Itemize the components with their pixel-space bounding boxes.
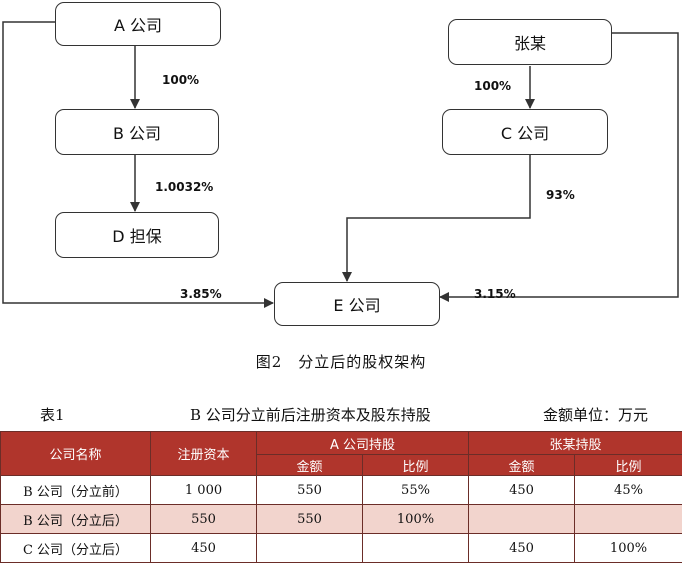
edge-zhang-to-e xyxy=(439,32,679,302)
header-z-ratio: 比例 xyxy=(573,454,682,476)
table-label: 表1 xyxy=(40,406,65,424)
table-title: B 公司分立前后注册资本及股东持股 xyxy=(190,406,431,424)
cell-z-amount: 450 xyxy=(468,475,575,505)
cell-a-amount: 550 xyxy=(256,504,363,534)
label-zhang-to-e: 3.15% xyxy=(474,287,516,301)
cell-capital: 1 000 xyxy=(150,475,257,505)
table-row: C 公司（分立后） 450 450 100% xyxy=(0,533,682,563)
cell-a-ratio: 100% xyxy=(362,504,469,534)
header-a-ratio: 比例 xyxy=(362,454,469,476)
cell-a-amount xyxy=(256,533,363,563)
header-z-amount: 金额 xyxy=(468,454,575,476)
node-b-company: B 公司 xyxy=(55,109,219,155)
label-zhang-to-c: 100% xyxy=(474,79,512,93)
header-a-amount: 金额 xyxy=(256,454,363,476)
node-e-company: E 公司 xyxy=(274,282,440,326)
table-row: B 公司（分立前） 1 000 550 55% 450 45% xyxy=(0,475,682,505)
label-c-to-e: 93% xyxy=(546,188,575,202)
header-company: 公司名称 xyxy=(0,431,151,476)
label-b-to-d: 1.0032% xyxy=(155,180,214,194)
node-zhang: 张某 xyxy=(448,19,612,65)
cell-capital: 450 xyxy=(150,533,257,563)
cell-name: B 公司（分立后） xyxy=(0,504,151,534)
cell-name: B 公司（分立前） xyxy=(0,475,151,505)
node-a-company: A 公司 xyxy=(55,2,221,46)
label-a-to-e: 3.85% xyxy=(180,287,222,301)
label-a-to-b: 100% xyxy=(162,73,200,87)
cell-a-amount: 550 xyxy=(256,475,363,505)
table-row: B 公司（分立后） 550 550 100% xyxy=(0,504,682,534)
header-capital: 注册资本 xyxy=(150,431,257,476)
cell-z-amount xyxy=(468,504,575,534)
node-c-company: C 公司 xyxy=(442,109,608,155)
edge-a-to-e xyxy=(2,21,274,308)
cell-a-ratio: 55% xyxy=(362,475,469,505)
cell-name: C 公司（分立后） xyxy=(0,533,151,563)
header-a-holding: A 公司持股 xyxy=(256,431,469,455)
capital-table: 公司名称 注册资本 A 公司持股 张某持股 金额 比例 金额 比例 B 公司（分… xyxy=(0,431,682,563)
edge-c-to-e xyxy=(342,155,531,282)
cell-z-ratio: 45% xyxy=(573,475,682,505)
cell-z-ratio xyxy=(573,504,682,534)
header-zhang-holding: 张某持股 xyxy=(467,431,682,455)
ownership-diagram xyxy=(2,21,679,308)
cell-z-ratio: 100% xyxy=(573,533,682,563)
cell-a-ratio xyxy=(362,533,469,563)
figure-caption: 图2 分立后的股权架构 xyxy=(255,353,427,371)
node-d-guarantee: D 担保 xyxy=(55,212,219,258)
cell-capital: 550 xyxy=(150,504,257,534)
table-unit: 金额单位：万元 xyxy=(543,406,649,424)
cell-z-amount: 450 xyxy=(468,533,575,563)
